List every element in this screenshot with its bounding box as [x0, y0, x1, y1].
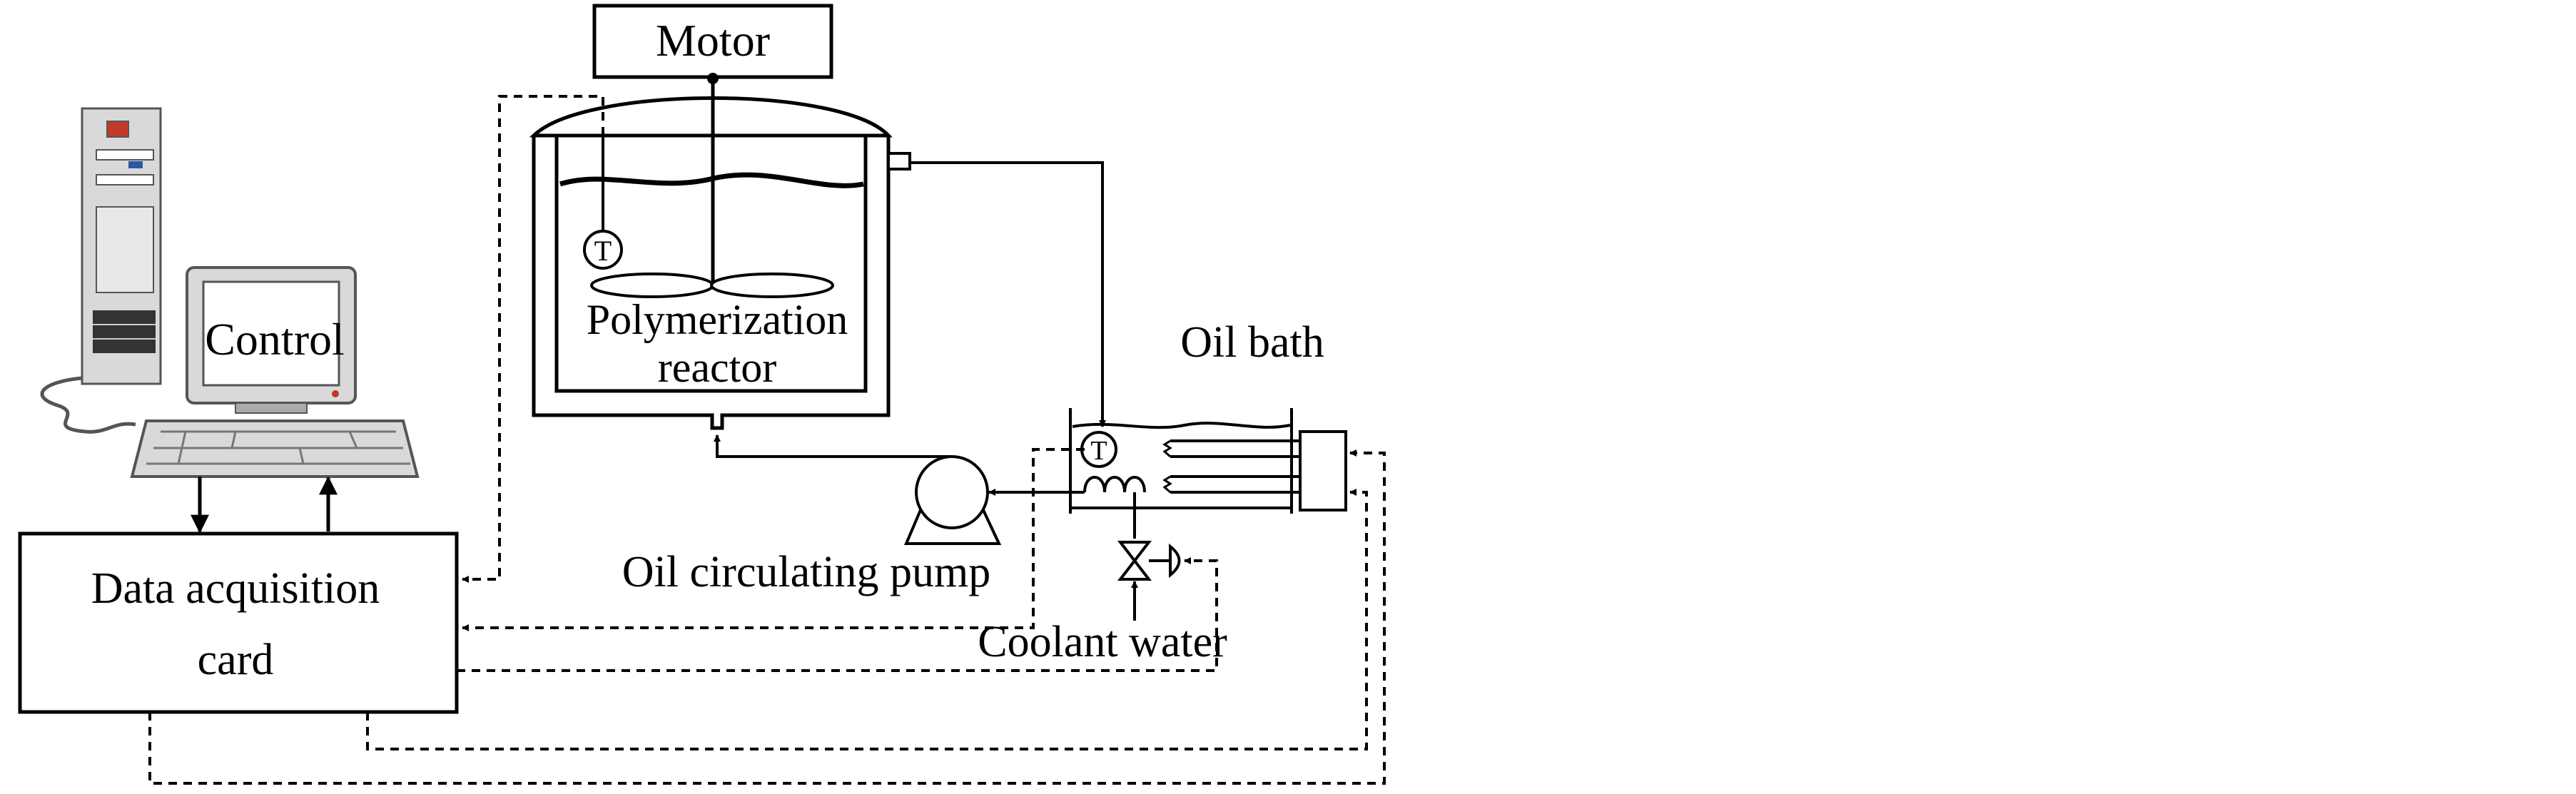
reactor-label-line2: reactor — [658, 344, 777, 391]
control-valve-icon — [1117, 541, 1181, 581]
reactor-temp-signal — [462, 95, 604, 583]
daq-label-line2: card — [198, 636, 274, 684]
pump-label: Oil circulating pump — [622, 548, 991, 596]
heater-control-signal-1 — [366, 489, 1368, 750]
oil-bath: T — [1069, 408, 1347, 514]
daq-label-line1: Data acquisition — [91, 564, 380, 613]
reactor-label-line1: Polymerization — [587, 296, 848, 343]
motor-box — [592, 4, 833, 79]
computer-screen — [202, 280, 340, 387]
pump-icon — [903, 455, 1002, 545]
bath-temp-signal — [462, 448, 1085, 631]
impeller-blade-right — [710, 273, 834, 298]
valve-control-signal — [457, 557, 1218, 672]
coolant-water-label: Coolant water — [978, 618, 1227, 666]
heater-box — [1299, 430, 1347, 511]
heater-control-signal-2 — [148, 449, 1386, 785]
motor-label: Motor — [656, 15, 770, 66]
bath-thermocouple-label: T — [1090, 436, 1107, 466]
control-label: Control — [205, 314, 345, 365]
thermocouple-icon: T — [583, 230, 623, 270]
reactor-thermocouple-label: T — [594, 235, 612, 267]
pump-to-reactor-line — [714, 434, 952, 458]
jacket-to-bath-line — [910, 161, 1106, 427]
impeller-blade-left — [590, 273, 714, 298]
data-acquisition-card — [18, 531, 459, 714]
desktop-computer-icon — [40, 107, 420, 478]
oil-bath-label: Oil bath — [1180, 318, 1324, 367]
